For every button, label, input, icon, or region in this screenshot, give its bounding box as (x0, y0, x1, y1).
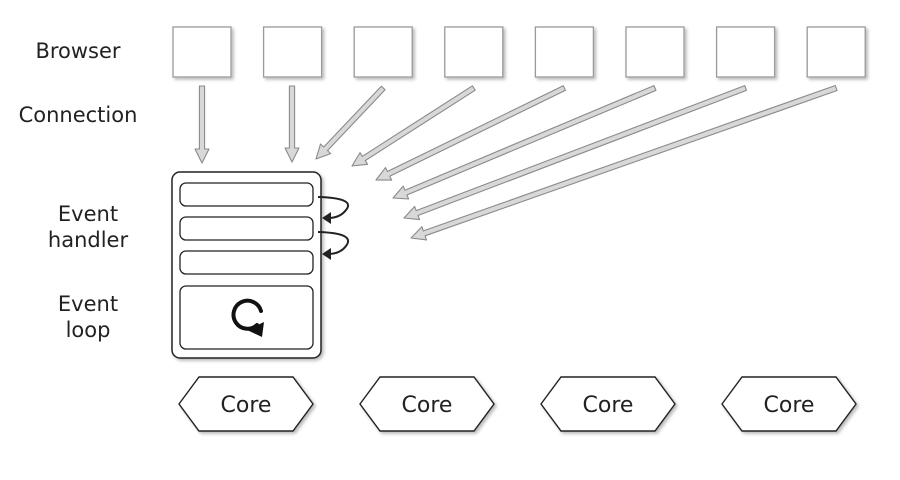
core-hexagon (178, 376, 314, 432)
connection-arrow (375, 85, 567, 181)
browser-label: Browser (35, 39, 120, 63)
event-loop-slot (179, 285, 314, 350)
core-label: Core (221, 393, 272, 418)
browser-box (625, 26, 685, 78)
browser-box (444, 26, 504, 78)
browser-box (806, 26, 866, 78)
curved-arrow-icon (317, 196, 349, 224)
core-hexagon (359, 376, 495, 432)
connection-label: Connection (19, 103, 138, 127)
connection-arrow (284, 85, 300, 163)
connection-arrow (392, 85, 657, 200)
connection-arrows (194, 84, 838, 241)
event-handler-slot-2 (179, 216, 314, 241)
core-hexagon (721, 376, 857, 432)
refresh-icon (231, 298, 264, 337)
event-loop-label-line2: loop (66, 318, 111, 342)
core-label: Core (764, 393, 815, 418)
connection-arrow (315, 85, 386, 160)
server-process (171, 171, 349, 359)
browser-row (172, 26, 866, 78)
connection-arrow (194, 85, 210, 164)
browser-box (172, 26, 232, 78)
event-handler-label-line1: Event (58, 202, 118, 226)
event-loop-label-line1: Event (58, 292, 118, 316)
core-label: Core (402, 393, 453, 418)
browser-box (534, 26, 595, 78)
core-label: Core (583, 393, 634, 418)
connection-arrow (410, 84, 838, 241)
event-handler-slot-3 (179, 250, 314, 275)
event-handler-slot-1 (179, 182, 314, 207)
browser-box (353, 26, 413, 78)
curved-arrow-icon (317, 231, 349, 260)
browser-box (262, 26, 323, 78)
connection-arrow (403, 85, 748, 221)
browser-box (715, 26, 776, 78)
event-handler-label-line2: handler (48, 228, 129, 252)
core-row: Core Core Core Core (178, 376, 857, 432)
connection-arrow (351, 85, 476, 167)
core-hexagon (540, 376, 676, 432)
